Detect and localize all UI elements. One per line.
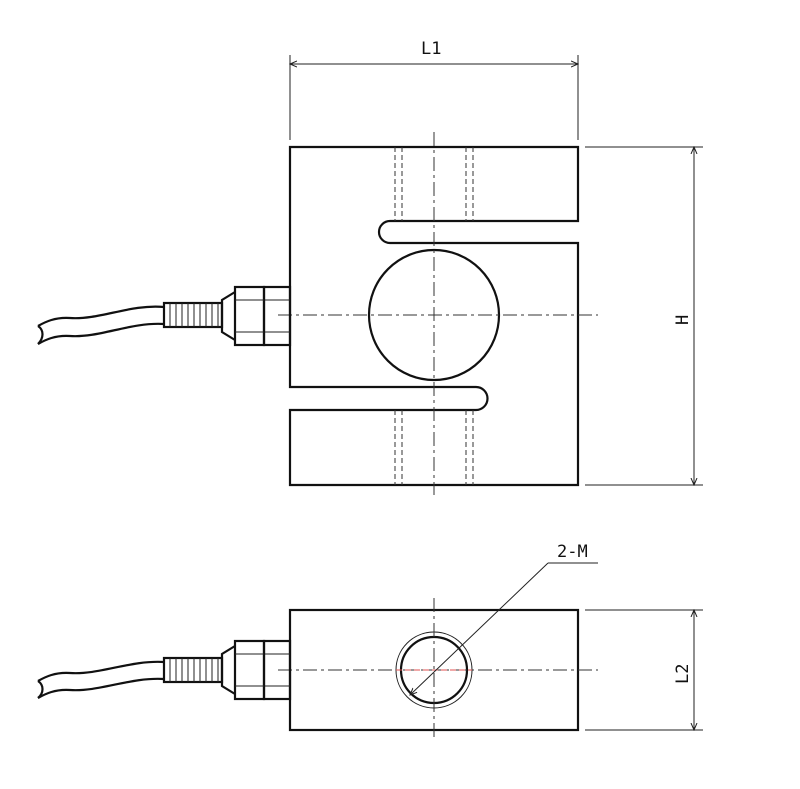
hidden-thread-bottom bbox=[394, 410, 474, 485]
label-l1: L1 bbox=[421, 39, 441, 59]
leader-2m bbox=[410, 562, 598, 695]
dimension-l2 bbox=[585, 610, 703, 730]
label-2m: 2-M bbox=[557, 542, 588, 562]
hidden-thread-top bbox=[394, 147, 474, 221]
thread-sleeve-top bbox=[162, 656, 224, 684]
label-h: H bbox=[673, 315, 693, 325]
label-l2: L2 bbox=[673, 664, 693, 684]
cable-top bbox=[37, 660, 165, 699]
cable-gland bbox=[220, 285, 292, 347]
dimension-l1 bbox=[290, 55, 578, 140]
top-view: 2-M L2 bbox=[37, 542, 703, 740]
dimension-h bbox=[585, 147, 703, 485]
thread-sleeve bbox=[162, 301, 224, 329]
cable-gland-top bbox=[220, 639, 292, 701]
cable bbox=[37, 305, 165, 345]
front-view: L1 H bbox=[37, 39, 703, 495]
s-beam-body bbox=[288, 145, 580, 487]
